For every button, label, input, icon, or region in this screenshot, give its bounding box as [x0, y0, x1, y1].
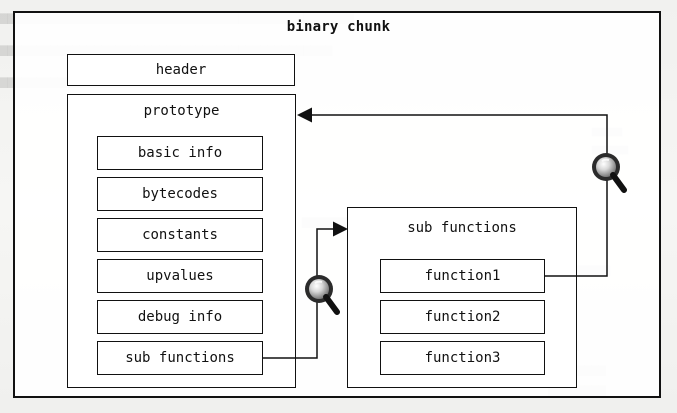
sub-functions-label: sub functions	[407, 220, 517, 236]
sub-function-item-3: function3	[380, 341, 545, 375]
prototype-item-bytecodes: bytecodes	[97, 177, 263, 211]
prototype-item-basic-info: basic info	[97, 136, 263, 170]
prototype-label: prototype	[143, 103, 220, 119]
sub-function-item-1: function1	[380, 259, 545, 293]
prototype-item-constants: constants	[97, 218, 263, 252]
prototype-item-debug-info: debug info	[97, 300, 263, 334]
prototype-item-upvalues: upvalues	[97, 259, 263, 293]
diagram-title: binary chunk	[286, 19, 391, 35]
sub-function-item-2: function2	[380, 300, 545, 334]
header-box: header	[67, 54, 295, 86]
prototype-item-sub-functions: sub functions	[97, 341, 263, 375]
